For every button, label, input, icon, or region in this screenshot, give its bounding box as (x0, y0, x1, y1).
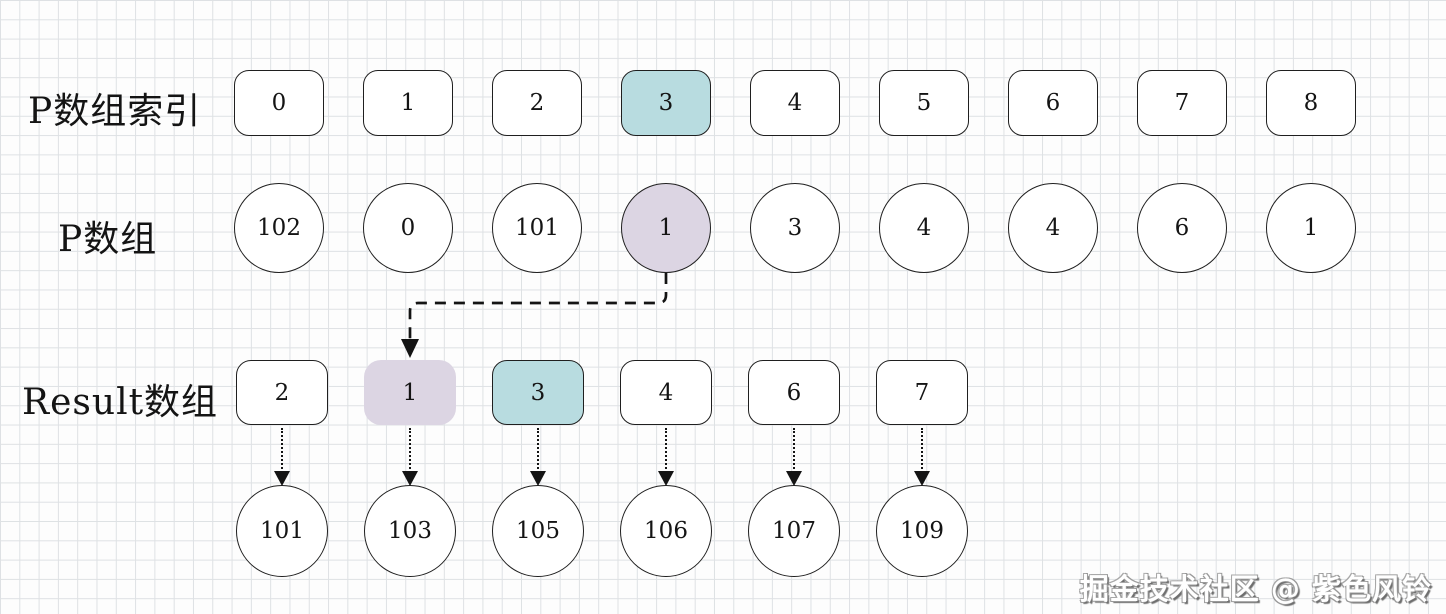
index-cell: 0 (234, 70, 324, 136)
p-array-row: 102 0 101 1 3 4 4 6 1 (234, 183, 1356, 273)
result-cell: 4 (620, 360, 712, 425)
watermark: 掘金技术社区 @ 紫色风铃 (1079, 572, 1432, 606)
p-array-node: 6 (1137, 183, 1227, 273)
result-value-node: 106 (620, 485, 712, 577)
index-cell: 2 (492, 70, 582, 136)
index-cell-highlighted: 3 (621, 70, 711, 136)
index-cell: 8 (1266, 70, 1356, 136)
dotted-arrow (913, 428, 930, 486)
p-array-node: 101 (492, 183, 582, 273)
p-index-row: 0 1 2 3 4 5 6 7 8 (234, 70, 1356, 136)
index-cell: 1 (363, 70, 453, 136)
p-array-row-label: P数组 (58, 219, 158, 260)
p-array-node: 1 (1266, 183, 1356, 273)
result-cell-teal-highlighted: 3 (492, 360, 584, 425)
dotted-arrow (273, 428, 290, 486)
result-cell: 6 (748, 360, 840, 425)
dotted-arrow (785, 428, 802, 486)
dotted-arrow (657, 428, 674, 486)
dotted-arrow (529, 428, 546, 486)
result-cell: 2 (236, 360, 328, 425)
index-cell: 4 (750, 70, 840, 136)
p-array-node: 3 (750, 183, 840, 273)
result-value-node: 107 (748, 485, 840, 577)
result-values-row: 101 103 105 106 107 109 (236, 485, 968, 577)
result-row-label: Result数组 (22, 382, 219, 423)
result-row: 2 1 3 4 6 7 (236, 360, 968, 425)
p-index-row-label: P数组索引 (28, 91, 202, 132)
result-cell-purple-highlighted: 1 (364, 360, 456, 425)
p-array-node-highlighted: 1 (621, 183, 711, 273)
result-value-node: 103 (364, 485, 456, 577)
p-array-node: 4 (879, 183, 969, 273)
p-array-node: 102 (234, 183, 324, 273)
result-value-node: 101 (236, 485, 328, 577)
dotted-arrow (401, 428, 418, 486)
dashed-arrowhead (401, 339, 419, 358)
p-array-node: 0 (363, 183, 453, 273)
index-cell: 6 (1008, 70, 1098, 136)
result-cell: 7 (876, 360, 968, 425)
result-value-node: 109 (876, 485, 968, 577)
result-value-node: 105 (492, 485, 584, 577)
index-cell: 5 (879, 70, 969, 136)
index-cell: 7 (1137, 70, 1227, 136)
p-array-node: 4 (1008, 183, 1098, 273)
